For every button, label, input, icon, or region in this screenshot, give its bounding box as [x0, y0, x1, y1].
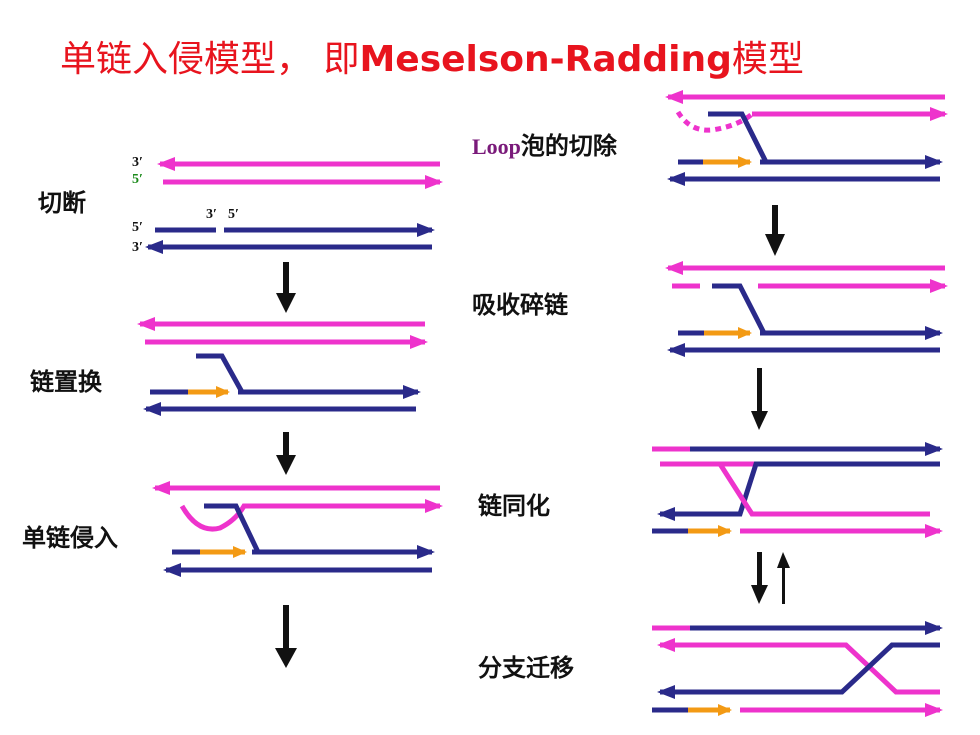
navy-invading-strand — [712, 283, 767, 335]
step-label-displace: 链置换 — [30, 368, 102, 396]
step-cut-graphic — [145, 157, 443, 254]
step-loop-excision-graphic — [665, 90, 948, 186]
step-absorb-graphic — [665, 261, 948, 357]
step-label-loop-excision: Loop泡的切除 — [472, 132, 617, 160]
navy-invading-strand — [708, 111, 769, 164]
navy-displaced-strand — [196, 353, 245, 394]
down-arrow-icon — [276, 262, 296, 313]
navy-crossing-strand — [710, 461, 940, 517]
down-arrow-icon — [751, 552, 768, 604]
navy-crossing-strand — [657, 642, 940, 699]
flow-arrows — [275, 205, 790, 668]
end-label-nick-3: 3′ — [206, 207, 217, 222]
step-label-cut: 切断 — [38, 189, 86, 217]
step-label-assimilate: 链同化 — [478, 492, 550, 520]
step-label-invade: 单链侵入 — [22, 524, 118, 552]
down-arrow-icon — [276, 432, 296, 475]
step-label-migrate: 分支迁移 — [478, 654, 574, 682]
end-label-blue-3: 3′ — [132, 240, 143, 255]
step-invade-graphic — [152, 481, 443, 577]
down-arrow-icon — [765, 205, 785, 256]
pink-dashed-loop — [675, 110, 754, 133]
step-migrate-graphic — [652, 621, 943, 717]
end-label-pink-3: 3′ — [132, 155, 143, 170]
end-label-pink-5: 5′ — [132, 172, 143, 187]
page-title: 单链入侵模型， 即Meselson-Radding模型 — [60, 39, 804, 80]
pink-crossing-strand — [657, 638, 940, 695]
step-displace-graphic — [137, 317, 428, 416]
down-arrow-icon — [275, 605, 297, 668]
end-label-blue-5: 5′ — [132, 220, 143, 235]
step-label-absorb: 吸收碎链 — [472, 291, 568, 319]
up-arrow-icon — [777, 552, 790, 604]
down-arrow-icon — [751, 368, 768, 430]
pink-d-loop — [179, 499, 443, 532]
end-label-nick-5: 5′ — [228, 207, 239, 222]
navy-invading-strand — [204, 503, 261, 554]
step-assimilate-graphic — [652, 442, 943, 538]
pink-crossing-strand — [717, 462, 930, 517]
